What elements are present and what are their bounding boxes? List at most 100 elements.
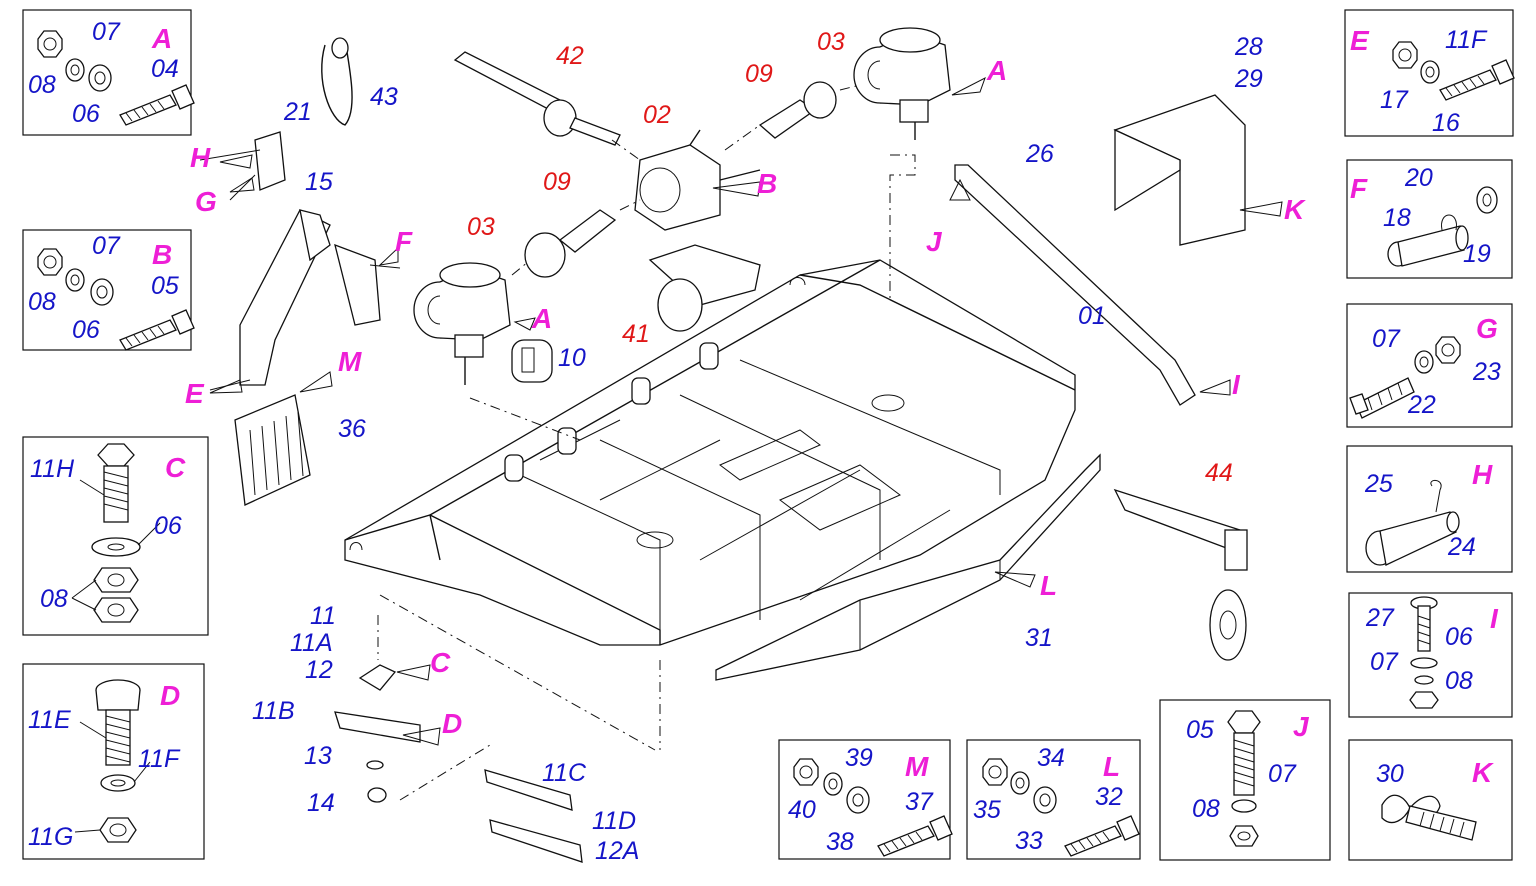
detail-g-label-23: 23 xyxy=(1472,358,1501,386)
label-11d: 11D xyxy=(592,807,636,835)
callout-f: F xyxy=(395,226,413,257)
label-44: 44 xyxy=(1205,459,1233,487)
detail-f-label-19: 19 xyxy=(1463,240,1491,268)
label-42: 42 xyxy=(556,42,584,70)
belt-cover xyxy=(648,244,761,332)
label-36: 36 xyxy=(338,415,366,443)
detail-m-label-40: 40 xyxy=(788,796,816,824)
detail-b-label-08: 08 xyxy=(28,288,56,316)
gearbox-center xyxy=(634,129,761,231)
detail-h-letter: H xyxy=(1472,459,1493,490)
detail-c-label-08: 08 xyxy=(40,585,68,613)
label-13: 13 xyxy=(304,742,332,770)
drive-shafts xyxy=(453,51,861,278)
guard-plate xyxy=(1113,94,1246,246)
detail-m-label-39: 39 xyxy=(845,744,873,772)
label-12a: 12A xyxy=(595,837,639,865)
detail-i-label-07: 07 xyxy=(1370,648,1399,676)
detail-k-letter: K xyxy=(1472,757,1494,788)
detail-box-f: F 20 18 19 xyxy=(1346,159,1513,279)
detail-f-label-18: 18 xyxy=(1383,204,1411,232)
label-21: 21 xyxy=(283,98,312,126)
detail-f-letter: F xyxy=(1350,173,1368,204)
callout-j: J xyxy=(926,226,943,257)
label-41: 41 xyxy=(622,320,650,348)
detail-box-a: A 07 08 04 06 xyxy=(22,9,195,136)
gearbox-right xyxy=(853,27,951,140)
detail-i-label-08: 08 xyxy=(1445,667,1473,695)
detail-i-label-06: 06 xyxy=(1445,623,1473,651)
label-01: 01 xyxy=(1078,302,1106,330)
detail-m-label-37: 37 xyxy=(905,788,934,816)
detail-a-label-07: 07 xyxy=(92,18,121,46)
label-02: 02 xyxy=(643,101,671,129)
key-part xyxy=(511,339,553,383)
callout-k: K xyxy=(1284,194,1306,225)
callout-l: L xyxy=(1040,570,1057,601)
blade-assembly xyxy=(334,594,656,863)
detail-m-label-38: 38 xyxy=(826,828,854,856)
detail-l-label-32: 32 xyxy=(1095,783,1123,811)
detail-a-label-04: 04 xyxy=(151,55,179,83)
detail-box-m: M 39 37 40 38 xyxy=(778,739,953,860)
callout-a-left: A xyxy=(531,303,552,334)
detail-box-e: E 11F 17 16 xyxy=(1344,9,1515,137)
callout-pointers xyxy=(209,76,1283,746)
detail-a-letter: A xyxy=(151,23,172,54)
detail-m-letter: M xyxy=(905,751,929,782)
callout-e: E xyxy=(185,378,205,409)
detail-e-letter: E xyxy=(1350,25,1370,56)
detail-j-label-07: 07 xyxy=(1268,760,1297,788)
label-43: 43 xyxy=(370,83,398,111)
callout-m: M xyxy=(338,346,362,377)
label-26: 26 xyxy=(1025,140,1054,168)
callout-h: H xyxy=(190,142,211,173)
detail-box-c: C 11H 06 08 xyxy=(22,436,209,636)
label-09-right: 09 xyxy=(745,60,773,88)
skid-rail xyxy=(715,453,1101,681)
detail-b-label-06: 06 xyxy=(72,316,100,344)
tow-bar xyxy=(954,164,1196,406)
detail-g-label-22: 22 xyxy=(1407,391,1436,419)
detail-d-label-11e: 11E xyxy=(28,706,71,734)
gearbox-left xyxy=(413,262,511,385)
callout-d: D xyxy=(442,708,462,739)
detail-i-label-27: 27 xyxy=(1365,604,1395,632)
detail-c-label-11h: 11H xyxy=(30,455,75,483)
label-11a: 11A xyxy=(290,629,333,657)
detail-l-label-35: 35 xyxy=(973,796,1001,824)
label-11: 11 xyxy=(310,602,336,630)
detail-box-l: L 34 32 35 33 xyxy=(966,739,1141,860)
detail-box-k: K 30 xyxy=(1348,739,1513,861)
label-03-left: 03 xyxy=(467,213,495,241)
detail-d-label-11f: 11F xyxy=(138,745,181,773)
detail-b-label-07: 07 xyxy=(92,232,121,260)
detail-g-label-07: 07 xyxy=(1372,325,1401,353)
label-12: 12 xyxy=(305,656,333,684)
detail-box-i: I 27 06 07 08 xyxy=(1348,592,1513,718)
detail-k-label-30: 30 xyxy=(1376,760,1404,788)
detail-box-j: J 05 07 08 xyxy=(1159,699,1331,861)
wheel-assembly xyxy=(1113,488,1248,661)
safety-chain xyxy=(321,37,353,126)
detail-j-label-05: 05 xyxy=(1186,716,1214,744)
detail-j-letter: J xyxy=(1293,711,1310,742)
detail-c-letter: C xyxy=(165,452,186,483)
detail-d-letter: D xyxy=(160,680,180,711)
detail-h-label-25: 25 xyxy=(1364,470,1393,498)
label-29: 29 xyxy=(1234,65,1263,93)
detail-box-b: B 07 08 05 06 xyxy=(22,229,195,351)
callout-i: I xyxy=(1232,369,1241,400)
detail-a-label-08: 08 xyxy=(28,71,56,99)
detail-l-label-33: 33 xyxy=(1015,827,1043,855)
callout-b: B xyxy=(757,168,777,199)
label-11b: 11B xyxy=(252,697,295,725)
detail-h-label-24: 24 xyxy=(1447,533,1476,561)
callout-a-right: A xyxy=(986,55,1007,86)
assembly-leaders xyxy=(469,154,916,750)
label-10: 10 xyxy=(558,344,586,372)
detail-b-letter: B xyxy=(152,239,172,270)
label-15: 15 xyxy=(305,168,333,196)
detail-b-label-05: 05 xyxy=(151,272,179,300)
